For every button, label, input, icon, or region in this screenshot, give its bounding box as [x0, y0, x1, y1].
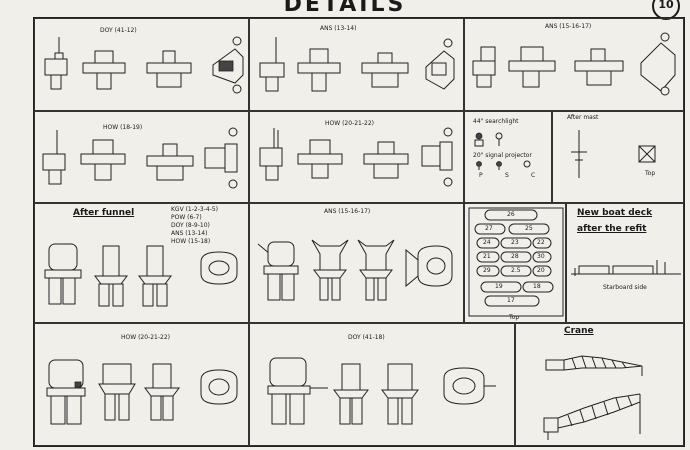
- panel-doy-bridge: DOY (41-12): [34, 18, 249, 111]
- legend-entry: DOY (8-9-10): [171, 222, 210, 229]
- panel-label: HOW (18-19): [103, 124, 143, 131]
- bridge-drawings: [42, 127, 238, 189]
- panel-new-boat-deck: New boat deck after the refit Starboard …: [566, 203, 684, 323]
- boat-number: 25: [525, 225, 533, 232]
- panel-label: ANS (15-16-17): [545, 23, 592, 30]
- boat-deck-plan: [468, 207, 564, 317]
- bridge-drawings: [259, 127, 453, 187]
- details-sheet: DOY (41-12) ANS (13-14): [33, 17, 685, 447]
- starboard-side-label: Starboard side: [603, 284, 647, 291]
- mast-drawings: [571, 130, 656, 178]
- boat-number: 24: [483, 239, 491, 246]
- boat-number: 20: [537, 267, 545, 274]
- page-title: DETAILS: [283, 0, 407, 17]
- panel-label: HOW (20-21-22): [325, 120, 374, 127]
- searchlight-drawings: [474, 132, 531, 170]
- funnel-drawings: [267, 357, 496, 425]
- boat-number: 26: [507, 211, 515, 218]
- panel-crane: Crane: [515, 323, 684, 446]
- marker-s: S: [505, 172, 509, 179]
- panel-label: After mast: [567, 114, 599, 121]
- boat-number: 19: [495, 283, 503, 290]
- panel-how-bridge-late: HOW (20-21-22): [249, 111, 464, 203]
- boat-number: 30: [537, 253, 545, 260]
- funnel-drawings: [44, 243, 238, 307]
- page-number: 10: [652, 0, 680, 20]
- bridge-drawings: [472, 32, 676, 96]
- signal-projector-label: 20" signal projector: [473, 152, 532, 159]
- marker-p: P: [479, 172, 483, 179]
- boat-number: 18: [533, 283, 541, 290]
- funnel-legend: KGV (1-2-3-4-5) POW (6-7) DOY (8-9-10) A…: [171, 206, 218, 246]
- marker-c: C: [531, 172, 536, 179]
- top-label: Top: [509, 314, 520, 321]
- boat-number: 2.5: [511, 267, 521, 274]
- panel-label: DOY (41-18): [348, 334, 385, 341]
- boat-number: 29: [483, 267, 491, 274]
- panel-doy-funnel: DOY (41-18): [249, 323, 515, 446]
- bridge-drawings: [259, 37, 455, 92]
- boat-number: 17: [507, 297, 515, 304]
- panel-boat-deck-plan: 26 27 25 24 23 22 21 28 30 29 2.5 20 19 …: [464, 203, 566, 323]
- top-label: Top: [645, 170, 656, 177]
- legend-entry: ANS (13-14): [171, 230, 208, 237]
- after-funnel-title: After funnel: [73, 208, 135, 218]
- crane-drawings: [543, 355, 643, 440]
- legend-entry: POW (6-7): [171, 214, 202, 221]
- funnel-drawings: [46, 359, 238, 425]
- panel-searchlight: 44" searchlight 20" signal projector P S…: [464, 111, 552, 203]
- panel-ans-funnel: ANS (15-16-17): [249, 203, 464, 323]
- panel-label: ANS (15-16-17): [324, 208, 371, 215]
- boat-number: 21: [483, 253, 491, 260]
- panel-label: DOY (41-12): [100, 27, 137, 34]
- boat-deck-side-view: [571, 260, 681, 276]
- searchlight-label: 44" searchlight: [473, 118, 519, 125]
- boat-number: 28: [511, 253, 519, 260]
- boat-number: 23: [511, 239, 519, 246]
- boat-number: 22: [537, 239, 545, 246]
- panel-after-mast: After mast Top: [552, 111, 684, 203]
- panel-how-bridge: HOW (18-19): [34, 111, 249, 203]
- new-boat-deck-title: New boat deck: [577, 208, 653, 218]
- legend-entry: HOW (15-18): [171, 238, 211, 245]
- panel-ans-bridge: ANS (13-14): [249, 18, 464, 111]
- boat-number: 27: [485, 225, 493, 232]
- crane-title: Crane: [564, 326, 594, 336]
- panel-label: HOW (20-21-22): [121, 334, 170, 341]
- panel-how-funnel: HOW (20-21-22): [34, 323, 249, 446]
- panel-after-funnel: After funnel KGV (1-2-3-4-5) POW (6-7) D…: [34, 203, 249, 323]
- panel-ans-bridge-late: ANS (15-16-17): [464, 18, 684, 111]
- funnel-drawings: [257, 239, 453, 301]
- new-boat-deck-subtitle: after the refit: [577, 224, 647, 234]
- legend-entry: KGV (1-2-3-4-5): [171, 206, 219, 213]
- bridge-drawings: [44, 36, 244, 94]
- panel-label: ANS (13-14): [320, 25, 357, 32]
